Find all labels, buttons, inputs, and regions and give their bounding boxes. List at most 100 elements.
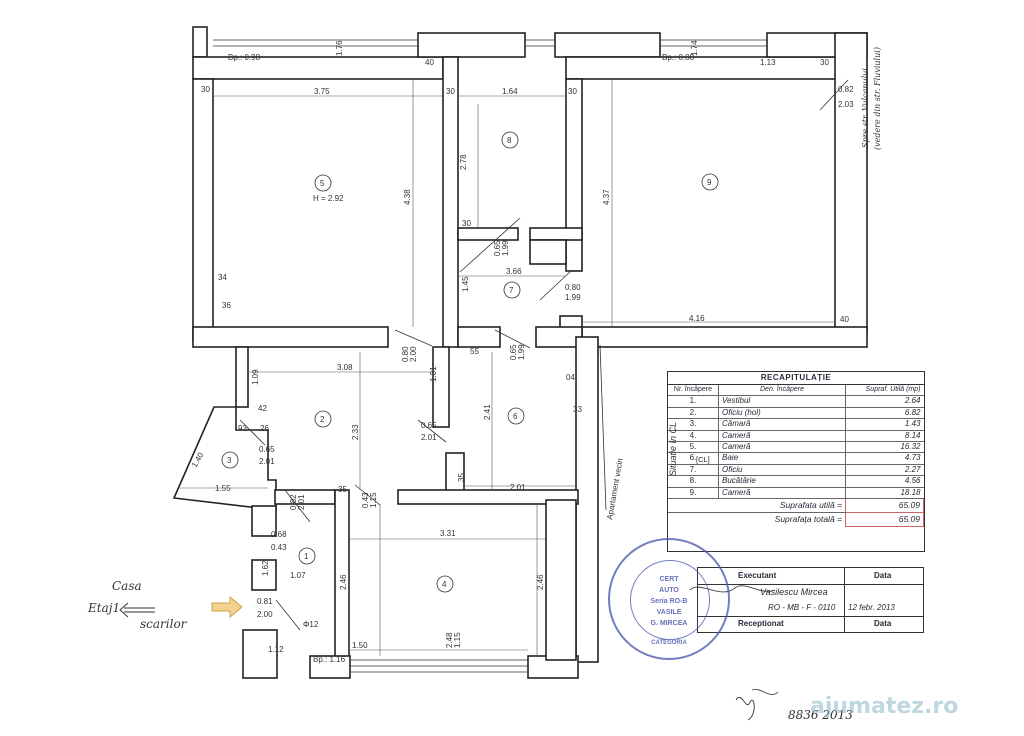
row-area: 8.14 bbox=[845, 430, 924, 443]
row-area: 6.82 bbox=[845, 407, 924, 420]
dim-416: 4.16 bbox=[689, 314, 705, 323]
dim-40-b: 40 bbox=[840, 315, 849, 324]
dim-bp088: Bp.: 0.88 bbox=[662, 53, 695, 62]
dim-043: 0.43 bbox=[271, 543, 287, 552]
room-5-number: 5 bbox=[320, 179, 325, 188]
row-name: Cameră bbox=[718, 430, 846, 443]
dim-107: 1.07 bbox=[290, 571, 306, 580]
dim-42: 42 bbox=[258, 404, 267, 413]
dim-115-b: 1.15 bbox=[453, 632, 462, 648]
row-nr: 3. bbox=[668, 418, 719, 431]
dim-113: 1.13 bbox=[760, 58, 776, 67]
cl-tag: [CL] bbox=[696, 455, 710, 464]
summary-row-utila: Suprafata utilă = 65.09 bbox=[668, 498, 924, 514]
recap-header-row: Nr. încăpere Den. încăpere Supraf. Utilă… bbox=[668, 385, 924, 397]
vedere-strada-label: Spre str. Vulcanului bbox=[861, 68, 870, 148]
dim-246-b: 2.46 bbox=[536, 574, 545, 590]
dim-26: 26 bbox=[260, 424, 269, 433]
dim-278: 2.78 bbox=[459, 154, 468, 170]
dim-bp116: Bp.: 1.16 bbox=[313, 655, 346, 664]
room-6-number: 6 bbox=[513, 412, 518, 421]
dim-150: 1.50 bbox=[352, 641, 368, 650]
dim-36: 36 bbox=[222, 301, 231, 310]
supr-utila-value: 65.09 bbox=[845, 498, 924, 514]
data-label: Data bbox=[874, 571, 892, 580]
dim-065-d: 0.65 bbox=[259, 445, 275, 454]
dim-200: 2.00 bbox=[409, 346, 418, 362]
supr-utila-label: Suprafata utilă = bbox=[718, 498, 846, 514]
row-name: Cămară bbox=[718, 418, 846, 431]
row-nr: 7. bbox=[668, 464, 719, 477]
room-2-number: 2 bbox=[320, 415, 325, 424]
dim-068: 0.68 bbox=[271, 530, 287, 539]
row-nr: 2. bbox=[668, 407, 719, 420]
dim-35: 35 bbox=[457, 473, 466, 482]
vedere-strada-label-2: (vedere din str. Fluviului) bbox=[873, 47, 882, 150]
dim-101: 1.01 bbox=[429, 366, 438, 382]
casa-label: Casa bbox=[112, 579, 142, 593]
row-area: 2.64 bbox=[845, 395, 924, 408]
room-4-circle bbox=[436, 575, 454, 593]
etaj-label: Etaj1 bbox=[87, 601, 120, 615]
executant-code: RO - MB - F - 0110 bbox=[768, 603, 836, 612]
dim-201-c: 2.01 bbox=[510, 483, 526, 492]
room-7-number: 7 bbox=[509, 286, 514, 295]
dim-080-b: 0.80 bbox=[401, 346, 410, 362]
dim-074: 0.43 bbox=[361, 492, 370, 508]
row-name: Bucătărie bbox=[718, 475, 846, 488]
dim-phi12: Φ12 bbox=[303, 620, 319, 629]
room5-height: H = 2.92 bbox=[313, 194, 344, 203]
dim-176: 1.76 bbox=[335, 40, 344, 56]
dim-203: 2.03 bbox=[838, 100, 854, 109]
executant-box: Executant Data Vasilescu Mircea RO - MB … bbox=[697, 567, 924, 633]
table-row: 2.Oficiu (hol)6.82 bbox=[668, 407, 924, 420]
stamp-inner-ring bbox=[630, 560, 710, 640]
dim-201-d: 2.01 bbox=[297, 494, 306, 510]
row-nr: 5. bbox=[668, 441, 719, 454]
dim-112: 1.12 bbox=[268, 645, 284, 654]
exterior-walls bbox=[172, 26, 868, 679]
summary-row-totala: Suprafața totală = 65.09 bbox=[668, 512, 924, 528]
recap-title: RECAPITULAȚIE bbox=[668, 372, 924, 385]
room-9-circle bbox=[701, 173, 719, 191]
room-3-number: 3 bbox=[227, 456, 232, 465]
room-6-circle bbox=[507, 407, 525, 425]
dim-93: 93 bbox=[238, 424, 247, 433]
recap-table: RECAPITULAȚIE Nr. încăpere Den. încăpere… bbox=[667, 371, 925, 552]
stamp-line-5: G. MIRCEA bbox=[650, 620, 688, 627]
row-name: Cameră bbox=[718, 441, 846, 454]
dim-199-c: 1.99 bbox=[517, 344, 526, 360]
dim-438: 4.38 bbox=[403, 189, 412, 205]
room-8-number: 8 bbox=[507, 136, 512, 145]
room-4-number: 4 bbox=[442, 580, 447, 589]
dim-109: 1.09 bbox=[251, 369, 260, 385]
apartament-vecin-label: Apartament vecin bbox=[605, 457, 625, 520]
dim-080: 0.80 bbox=[565, 283, 581, 292]
dim-35-b: 35 bbox=[338, 485, 347, 494]
row-area: 2.27 bbox=[845, 464, 924, 477]
dim-174: 1.74 bbox=[690, 40, 699, 56]
entrance-arrows bbox=[119, 595, 243, 619]
room-7-circle bbox=[503, 281, 521, 299]
dim-082-b: 0.82 bbox=[289, 494, 298, 510]
room-9-number: 9 bbox=[707, 178, 712, 187]
dim-248: 2.48 bbox=[445, 632, 454, 648]
row-name: Oficiu (hol) bbox=[718, 407, 846, 420]
dim-30-e: 30 bbox=[462, 219, 471, 228]
recap-side-label: Situatie în CL bbox=[668, 421, 678, 477]
scarilor-label: scarilor bbox=[140, 617, 188, 631]
stamp-line-6: CATEGORIA bbox=[651, 640, 687, 646]
dim-233: 2.33 bbox=[351, 424, 360, 440]
dim-33: 33 bbox=[573, 405, 582, 414]
row-area: 4.56 bbox=[845, 475, 924, 488]
dim-308: 3.08 bbox=[337, 363, 353, 372]
footer-number: 8836 2013 bbox=[788, 708, 853, 722]
site-watermark: ajumatez.ro bbox=[810, 694, 959, 719]
dim-199-b: 1.99 bbox=[565, 293, 581, 302]
